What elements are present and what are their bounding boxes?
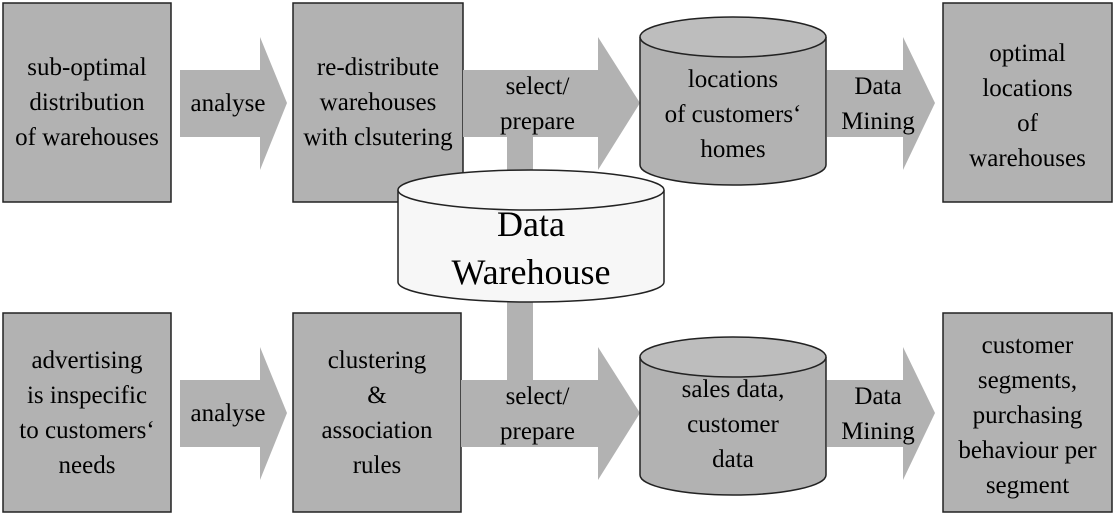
- analyse-label: analyse: [190, 400, 266, 427]
- problem-label: advertising is inspecific to customers‘ …: [19, 346, 155, 479]
- select-prepare-label: select/ prepare: [500, 383, 575, 445]
- result-box: [942, 312, 1113, 513]
- method-box: [292, 2, 464, 203]
- dataset-cylinder: [639, 16, 827, 186]
- analyse-arrow: [180, 347, 287, 480]
- data-mining-label: Data Mining: [841, 383, 915, 445]
- method-label: clustering & association rules: [321, 346, 433, 479]
- problem-box: [2, 312, 172, 513]
- analyse-arrow: [180, 37, 287, 170]
- data-mining-label: Data Mining: [841, 73, 915, 135]
- warehouse-connector: [507, 300, 533, 390]
- analyse-label: analyse: [190, 90, 266, 117]
- dataset-label: sales data, customer data: [681, 375, 785, 473]
- data-warehouse-cylinder: [397, 169, 665, 303]
- select-prepare-arrow: [463, 37, 640, 170]
- data-mining-arrow: [827, 37, 935, 170]
- result-box: [942, 2, 1113, 203]
- result-label: customer segments, purchasing behaviour …: [958, 331, 1097, 499]
- row-bottom: [2, 300, 1113, 513]
- select-prepare-label: select/ prepare: [500, 73, 575, 135]
- row-top: [2, 2, 1113, 203]
- method-box: [292, 312, 462, 513]
- data-mining-arrow: [827, 347, 935, 480]
- select-prepare-arrow: [461, 347, 640, 480]
- problem-box: [2, 2, 172, 203]
- problem-label: sub-optimal distribution of warehouses: [15, 54, 159, 151]
- method-label: re-distribute warehouses with clsutering: [303, 54, 453, 151]
- data-warehouse-label: Data Warehouse: [451, 204, 611, 292]
- dataset-cylinder: [639, 336, 827, 496]
- dataset-label: locations of customers‘ homes: [664, 65, 802, 163]
- result-label: optimal locations of warehouses: [969, 40, 1086, 172]
